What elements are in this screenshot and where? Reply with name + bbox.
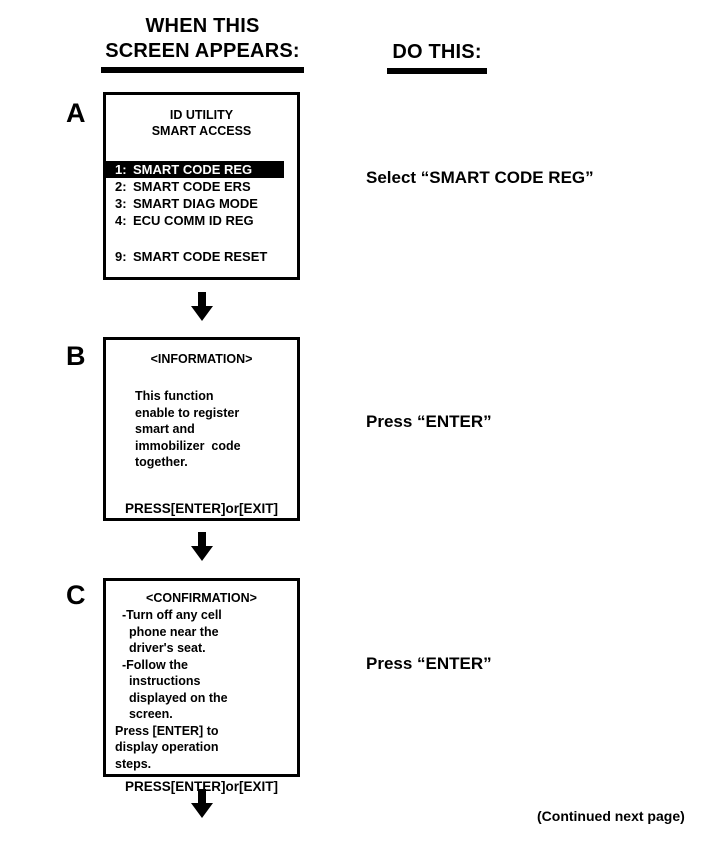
menu-item-label: SMART CODE ERS bbox=[133, 179, 251, 194]
header-when-this-screen-appears: WHEN THIS SCREEN APPEARS: bbox=[101, 14, 304, 73]
header-left-label: WHEN THIS SCREEN APPEARS: bbox=[105, 15, 300, 62]
step-letter-b: B bbox=[66, 341, 86, 371]
header-right-underline bbox=[387, 68, 487, 74]
menu-item-number: 9: bbox=[115, 249, 127, 264]
screen-c-title: <CONFIRMATION> bbox=[146, 591, 257, 605]
screen-c-body-line: -Turn off any cell bbox=[122, 608, 222, 622]
menu-item-smart-code-ers[interactable]: 2: SMART CODE ERS bbox=[106, 178, 297, 195]
header-do-this: DO THIS: bbox=[387, 40, 487, 74]
action-text-a: Select “SMART CODE REG” bbox=[366, 168, 594, 187]
arrow-down-icon bbox=[191, 532, 213, 561]
screen-b-body-line: This function bbox=[135, 389, 214, 403]
menu-item-label: SMART DIAG MODE bbox=[133, 196, 258, 211]
step-letter-c: C bbox=[66, 580, 86, 610]
screen-c-body-line: Press [ENTER] to bbox=[115, 723, 219, 738]
menu-item-smart-code-reg[interactable]: 1: SMART CODE REG bbox=[106, 161, 284, 178]
action-text-b: Press “ENTER” bbox=[366, 412, 492, 431]
menu-item-label: SMART CODE RESET bbox=[133, 249, 268, 264]
menu-item-label: ECU COMM ID REG bbox=[133, 213, 254, 228]
menu-item-smart-diag-mode[interactable]: 3: SMART DIAG MODE bbox=[106, 195, 297, 212]
continued-next-page-note: (Continued next page) bbox=[537, 808, 685, 824]
menu-item-number: 4: bbox=[115, 213, 127, 228]
screen-a-title-line2: SMART ACCESS bbox=[151, 124, 252, 138]
step-letter-a: A bbox=[66, 98, 86, 128]
screen-c-body-tail: Press [ENTER] to display operation steps… bbox=[106, 723, 297, 773]
screen-c-body-line: screen. bbox=[122, 707, 173, 721]
menu-item-number: 2: bbox=[115, 179, 127, 194]
menu-item-smart-code-reset[interactable]: 9: SMART CODE RESET bbox=[106, 248, 297, 265]
screen-c-body: -Turn off any cell phone near the driver… bbox=[106, 607, 297, 723]
screen-a-title-line1: ID UTILITY bbox=[169, 108, 234, 122]
screen-c-body-line: displayed on the bbox=[122, 690, 228, 705]
screen-b-body-line: enable to register bbox=[135, 405, 240, 420]
screen-c-body-line: display operation bbox=[115, 740, 219, 754]
menu-item-number: 1: bbox=[115, 162, 127, 177]
action-text-c: Press “ENTER” bbox=[366, 654, 492, 673]
screen-b-title: <INFORMATION> bbox=[150, 352, 253, 366]
screen-c-body-line: steps. bbox=[115, 756, 152, 771]
screen-box-b: <INFORMATION> This function enable to re… bbox=[103, 337, 300, 521]
screen-c-footer: PRESS[ENTER]or[EXIT] bbox=[124, 779, 278, 794]
screen-c-body-line: phone near the bbox=[122, 624, 219, 639]
screen-c-body-line: -Follow the bbox=[122, 657, 188, 672]
screen-b-body-line: smart and bbox=[135, 422, 195, 436]
header-right-label: DO THIS: bbox=[392, 41, 482, 63]
screen-c-body-line: instructions bbox=[122, 674, 201, 688]
screen-b-body-line: together. bbox=[135, 455, 188, 469]
screen-c-body-line: driver's seat. bbox=[122, 641, 206, 655]
arrow-down-icon bbox=[191, 292, 213, 321]
menu-item-number: 3: bbox=[115, 196, 127, 211]
header-left-underline bbox=[101, 67, 304, 73]
screen-box-c: <CONFIRMATION> -Turn off any cell phone … bbox=[103, 578, 300, 794]
screen-a-menu: 1: SMART CODE REG 2: SMART CODE ERS 3: SMAR… bbox=[106, 161, 297, 265]
screen-b-footer: PRESS[ENTER]or[EXIT] bbox=[124, 500, 278, 516]
arrow-down-icon bbox=[191, 789, 213, 818]
screen-b-body: This function enable to register smart a… bbox=[106, 388, 297, 471]
screen-b-body-line: immobilizer code bbox=[135, 438, 241, 453]
column-headers: WHEN THIS SCREEN APPEARS: DO THIS: bbox=[0, 0, 705, 78]
screen-box-a: ID UTILITY SMART ACCESS 1: SMART CODE REG… bbox=[103, 92, 300, 280]
menu-item-ecu-comm-id-reg[interactable]: 4: ECU COMM ID REG bbox=[106, 212, 297, 229]
menu-item-label: SMART CODE REG bbox=[133, 162, 253, 177]
